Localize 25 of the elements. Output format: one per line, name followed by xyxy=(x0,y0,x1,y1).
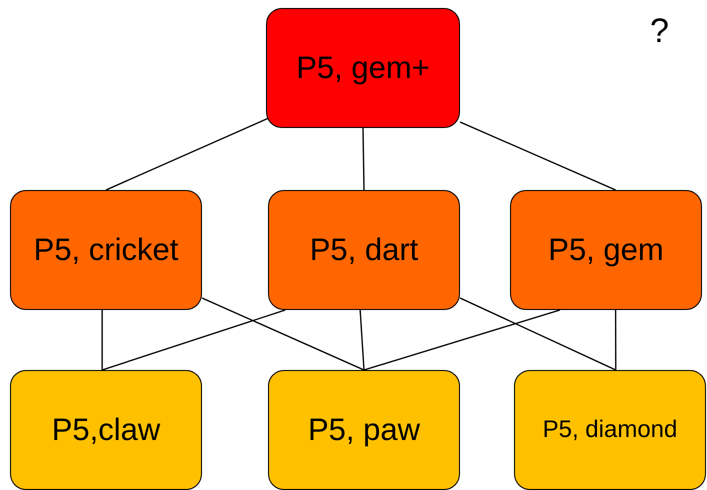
node-box xyxy=(10,190,202,310)
node-box xyxy=(510,190,702,310)
connector-line xyxy=(202,297,364,371)
connector-line xyxy=(360,310,365,370)
connector-line xyxy=(362,128,365,190)
node-box xyxy=(266,8,460,128)
node-label: P5,claw xyxy=(52,412,160,448)
node-label: P5, cricket xyxy=(34,232,178,268)
connector-line xyxy=(460,297,616,371)
connector-line xyxy=(614,310,616,370)
connector-line xyxy=(102,310,103,370)
node-label: P5, diamond xyxy=(542,416,678,444)
node-label: P5, gem+ xyxy=(296,50,430,86)
connector-line xyxy=(460,121,616,191)
connector-line xyxy=(364,309,560,371)
node-label: P5, gem xyxy=(548,232,664,268)
question-mark-label: ? xyxy=(650,12,669,51)
node-box xyxy=(268,370,460,490)
connector-line xyxy=(102,309,286,371)
connector-line xyxy=(106,118,268,191)
node-label: P5, paw xyxy=(308,412,420,448)
node-box xyxy=(10,370,202,490)
node-box xyxy=(268,190,460,310)
node-box xyxy=(514,370,706,490)
node-label: P5, dart xyxy=(310,232,418,268)
